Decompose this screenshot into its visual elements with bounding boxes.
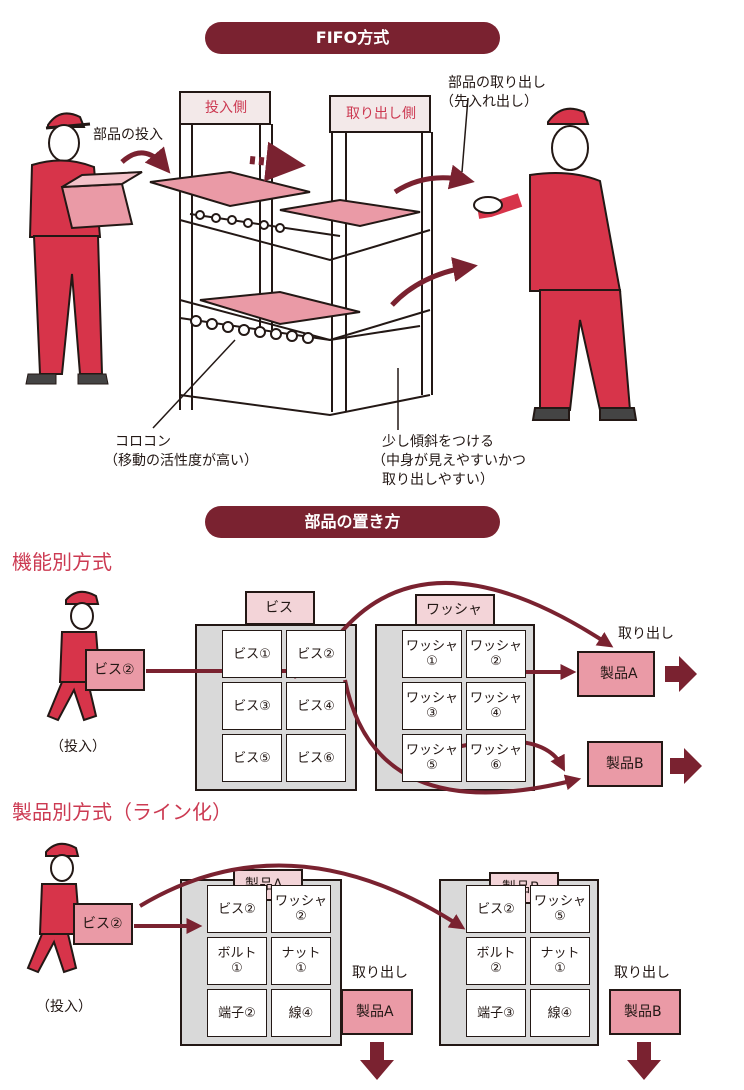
- shelf-cell: ビス②: [466, 885, 526, 933]
- output-arrow-lower: [390, 257, 478, 307]
- product-box-b-label: 製品B: [606, 756, 644, 772]
- shelf-in-label: 投入側: [205, 100, 247, 116]
- shelf-cell: 線④: [271, 989, 331, 1037]
- shelf-cell: 端子③: [466, 989, 526, 1037]
- product-box-b: [587, 741, 663, 787]
- shelf-washer-header-box: [415, 594, 495, 626]
- carried-box-function-label: ビス②: [94, 662, 135, 678]
- product-box-a: [577, 651, 655, 697]
- shelf-cell: ビス④: [286, 682, 346, 730]
- shelf-cell: ワッシャ ④: [466, 682, 526, 730]
- shelf-bis-header: ビス: [265, 600, 293, 616]
- output-label-2: （先入れ出し）: [440, 94, 538, 110]
- shelf-cell: ボルト ②: [466, 937, 526, 985]
- shelf-cell: 線④: [530, 989, 590, 1037]
- product-box-a-lower: [341, 989, 413, 1035]
- shelf-cell: ワッシャ ②: [271, 885, 331, 933]
- shelf-cell: ビス③: [222, 682, 282, 730]
- worker-function: [46, 590, 102, 722]
- roller-label-2: （移動の活性度が高い）: [104, 453, 258, 469]
- shelf-cell: ビス②: [207, 885, 267, 933]
- roller-label-1: コロコン: [115, 434, 171, 450]
- shelf-cell: ナット ①: [530, 937, 590, 985]
- shelf-cell: ビス⑤: [222, 734, 282, 782]
- product-box-a-lower-label: 製品A: [356, 1004, 394, 1020]
- product-box-b-lower-label: 製品B: [624, 1004, 662, 1020]
- output-label-1: 部品の取り出し: [448, 75, 546, 91]
- shelf-cell: ワッシャ ⑤: [402, 734, 462, 782]
- worker-product: [26, 842, 82, 974]
- input-caption-function: （投入）: [50, 739, 106, 755]
- product-box-b-lower: [609, 989, 681, 1035]
- placement-title: 部品の置き方: [205, 506, 500, 538]
- arrow-bis-to-a: [336, 580, 614, 648]
- out-arrow-a: [665, 656, 697, 692]
- shelf-cell: ワッシャ ①: [402, 630, 462, 678]
- shelf-cell: ナット ①: [271, 937, 331, 985]
- shelf-cell: 端子②: [207, 989, 267, 1037]
- output-leader: [461, 97, 469, 173]
- out-arrow-b-lower: [627, 1042, 661, 1080]
- shelf-cell: ボルト ①: [207, 937, 267, 985]
- input-caption-product: （投入）: [36, 999, 92, 1015]
- shelf-cell: ワッシャ ②: [466, 630, 526, 678]
- shelf-washer-header: ワッシャ: [426, 602, 482, 618]
- tilt-label-3: 取り出しやすい）: [382, 472, 494, 488]
- take-out-product-b: 取り出し: [614, 965, 670, 981]
- input-label: 部品の投入: [93, 127, 163, 143]
- tilt-label-1: 少し傾斜をつける: [382, 434, 494, 450]
- shelf-cell: ビス⑥: [286, 734, 346, 782]
- take-out-product-a: 取り出し: [352, 965, 408, 981]
- shelf-cell: ワッシャ ⑥: [466, 734, 526, 782]
- carried-box-function: [85, 649, 145, 691]
- carried-box-product-label: ビス②: [82, 916, 123, 932]
- shelf-cell: ビス②: [286, 630, 346, 678]
- input-arrow: [120, 146, 171, 174]
- take-out-function: 取り出し: [618, 626, 674, 642]
- shelf-out-label: 取り出し側: [346, 106, 416, 122]
- worker-right: [473, 107, 638, 421]
- shelf-cell: ワッシャ ⑤: [530, 885, 590, 933]
- flow-arrow: [249, 141, 306, 182]
- carried-box-product: [73, 903, 133, 945]
- out-arrow-b: [670, 748, 702, 784]
- fifo-shelf: [149, 91, 433, 417]
- shelf-bis-header-box: [245, 591, 315, 625]
- shelf-cell: ワッシャ ③: [402, 682, 462, 730]
- function-method-title: 機能別方式: [12, 550, 112, 574]
- fifo-title: FIFO方式: [205, 22, 500, 54]
- arrow-to-shelf-b: [138, 863, 466, 930]
- product-method-title: 製品別方式（ライン化）: [12, 800, 232, 824]
- tilt-label-2: （中身が見えやすいかつ: [372, 453, 526, 469]
- roller-leader: [152, 339, 236, 429]
- product-box-a-label: 製品A: [600, 666, 638, 682]
- output-arrow-upper: [393, 164, 475, 195]
- shelf-cell: ビス①: [222, 630, 282, 678]
- out-arrow-a-lower: [360, 1042, 394, 1080]
- part-box-left: [60, 171, 143, 230]
